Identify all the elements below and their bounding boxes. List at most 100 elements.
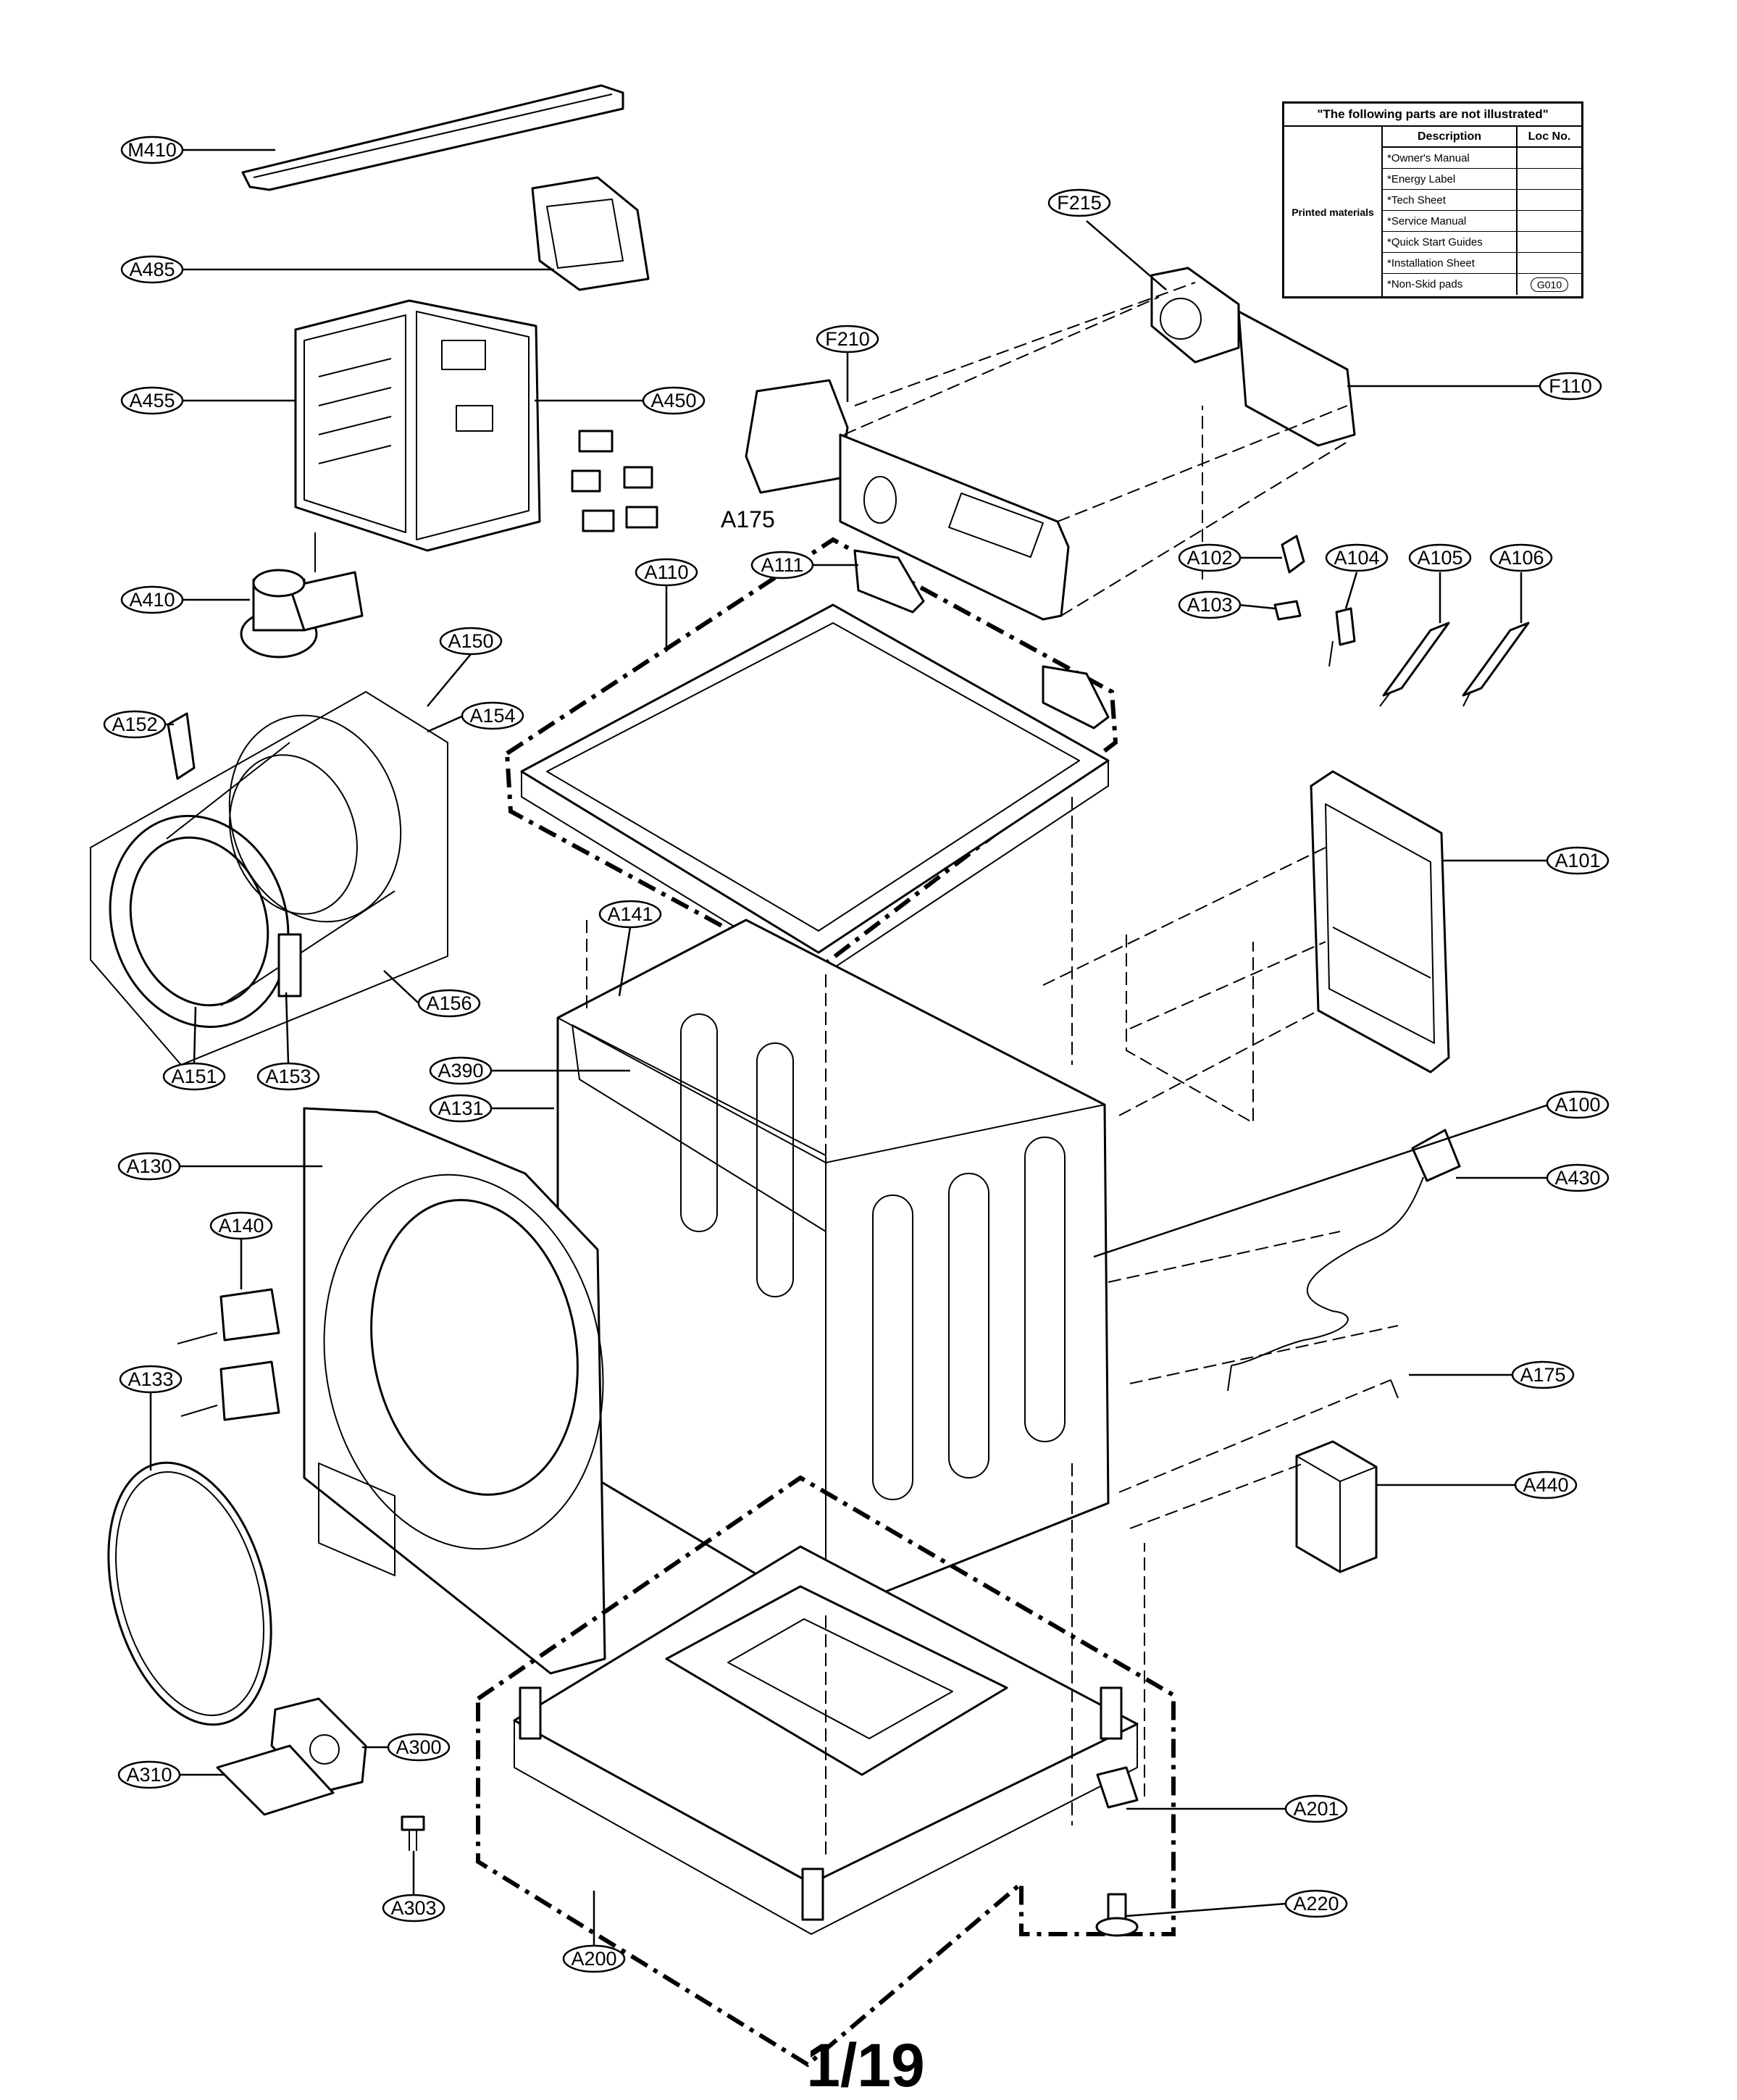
row-loc: G010 xyxy=(1518,274,1581,295)
callout-a200: A200 xyxy=(562,1944,626,1973)
callout-a101: A101 xyxy=(1546,846,1610,875)
control-panel xyxy=(745,267,1356,621)
table-row: *Service Manual xyxy=(1383,211,1581,232)
callout-label: F110 xyxy=(1549,375,1592,397)
clips xyxy=(571,430,658,532)
foot-assembly xyxy=(1095,1766,1139,1937)
header-loc: Loc No. xyxy=(1528,130,1571,143)
door-a130 xyxy=(303,1107,606,1675)
row-description: *Non-Skid pads xyxy=(1383,274,1518,295)
callout-label: A100 xyxy=(1554,1094,1600,1116)
callout-a175: A175 xyxy=(1511,1360,1575,1389)
callout-label: A151 xyxy=(171,1066,217,1087)
callout-label: A300 xyxy=(395,1736,441,1758)
callout-a130: A130 xyxy=(117,1152,181,1181)
callout-a156: A156 xyxy=(417,989,481,1018)
callout-a100: A100 xyxy=(1546,1090,1610,1119)
callout-label: A103 xyxy=(1186,594,1232,616)
table-title: "The following parts are not illustrated… xyxy=(1284,104,1581,127)
callout-label: A105 xyxy=(1417,547,1462,569)
screw-a303 xyxy=(401,1815,425,1851)
callout-label: A430 xyxy=(1554,1167,1600,1189)
row-loc xyxy=(1518,211,1581,231)
callout-label: A410 xyxy=(129,589,175,611)
callout-label: A133 xyxy=(127,1368,173,1390)
callout-label: A156 xyxy=(426,992,472,1014)
callout-a104: A104 xyxy=(1325,543,1389,572)
pcb-assembly xyxy=(294,299,541,552)
callout-f210: F210 xyxy=(816,325,879,354)
row-loc xyxy=(1518,169,1581,189)
callout-label: A303 xyxy=(390,1897,436,1919)
filter-cover xyxy=(216,1697,367,1816)
callout-a131: A131 xyxy=(429,1094,493,1123)
motor-a410 xyxy=(240,532,364,658)
small-parts-sensors xyxy=(1273,535,1530,707)
callout-label: A485 xyxy=(129,259,175,280)
callout-f110: F110 xyxy=(1539,372,1602,401)
callout-label: A175 xyxy=(1520,1364,1565,1386)
callout-a220: A220 xyxy=(1284,1889,1348,1918)
table-category: Printed materials xyxy=(1284,127,1383,298)
row-description: *Quick Start Guides xyxy=(1383,232,1518,252)
row-description: *Service Manual xyxy=(1383,211,1518,231)
callout-label: A150 xyxy=(448,630,493,652)
callout-label: A101 xyxy=(1554,850,1600,871)
callout-label: A141 xyxy=(607,903,653,925)
callout-a154: A154 xyxy=(461,701,524,730)
label-a175-top: A175 xyxy=(721,506,775,532)
callout-label: A140 xyxy=(218,1215,264,1237)
callout-a153: A153 xyxy=(256,1062,320,1091)
row-description: *Energy Label xyxy=(1383,169,1518,189)
callout-a151: A151 xyxy=(162,1062,226,1091)
callout-label: A130 xyxy=(126,1155,172,1177)
row-description: *Installation Sheet xyxy=(1383,253,1518,273)
bracket-a485 xyxy=(531,176,650,291)
bracket-m410 xyxy=(241,84,624,191)
callout-a111: A111 xyxy=(750,551,814,580)
table-row: *Owner's Manual xyxy=(1383,148,1581,169)
callout-a150: A150 xyxy=(439,627,503,656)
callout-label: A200 xyxy=(571,1948,616,1970)
power-cord-a430 xyxy=(1227,1129,1461,1392)
callout-a440: A440 xyxy=(1514,1471,1578,1499)
header-description: Description xyxy=(1383,127,1518,146)
callout-a300: A300 xyxy=(387,1733,451,1762)
callout-a410: A410 xyxy=(120,585,184,614)
assembly-lines xyxy=(825,1231,1399,1854)
table-row: *Installation Sheet xyxy=(1383,253,1581,274)
callout-label: A153 xyxy=(265,1066,311,1087)
callout-label: A110 xyxy=(644,561,688,583)
callout-label: A220 xyxy=(1293,1893,1339,1915)
callout-a485: A485 xyxy=(120,255,184,284)
callout-label: M410 xyxy=(127,139,177,161)
loc-badge: G010 xyxy=(1530,277,1569,292)
callout-a152: A152 xyxy=(103,710,167,739)
table-row: *Quick Start Guides xyxy=(1383,232,1581,253)
callout-label: A131 xyxy=(438,1097,483,1119)
callout-label: F210 xyxy=(825,328,870,350)
callout-a103: A103 xyxy=(1178,590,1242,619)
callout-label: A390 xyxy=(438,1060,483,1082)
callout-a303: A303 xyxy=(382,1894,445,1923)
row-description: *Tech Sheet xyxy=(1383,190,1518,210)
callout-a106: A106 xyxy=(1489,543,1553,572)
callout-a390: A390 xyxy=(429,1056,493,1085)
row-loc xyxy=(1518,232,1581,252)
hinges-a140 xyxy=(177,1288,280,1421)
callout-a430: A430 xyxy=(1546,1163,1610,1192)
callout-label: A106 xyxy=(1498,547,1544,569)
row-loc xyxy=(1518,190,1581,210)
latch-a152 xyxy=(167,712,196,780)
callout-label: A154 xyxy=(469,705,515,727)
callout-f215: F215 xyxy=(1047,188,1111,217)
table-row: *Non-Skid pads G010 xyxy=(1383,274,1581,295)
callout-label: A450 xyxy=(650,390,696,411)
callout-label: A310 xyxy=(126,1764,172,1786)
table-header: Description Loc No. xyxy=(1383,127,1581,148)
ring-a133 xyxy=(107,1461,272,1726)
table-row: *Energy Label xyxy=(1383,169,1581,190)
callout-label: A102 xyxy=(1186,547,1232,569)
tub-assembly xyxy=(90,691,448,1066)
